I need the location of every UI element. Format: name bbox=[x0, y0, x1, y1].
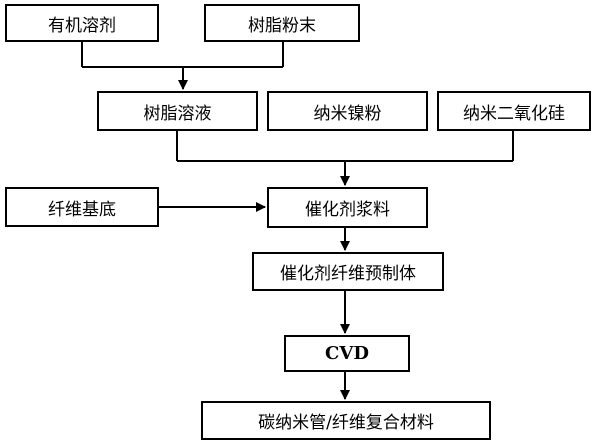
node-catalyst-fiber-preform: 催化剂纤维预制体 bbox=[252, 252, 444, 291]
node-resin-solution: 树脂溶液 bbox=[97, 91, 258, 131]
node-cvd: CVD bbox=[284, 335, 410, 372]
node-nano-silica: 纳米二氧化硅 bbox=[437, 91, 591, 131]
node-organic-solvent: 有机溶剂 bbox=[5, 4, 159, 42]
node-cnt-fiber-composite: 碳纳米管/纤维复合材料 bbox=[201, 401, 491, 440]
node-nano-nickel-powder: 纳米镍粉 bbox=[267, 91, 428, 131]
node-catalyst-slurry: 催化剂浆料 bbox=[267, 187, 428, 228]
node-fiber-substrate: 纤维基底 bbox=[5, 187, 159, 227]
node-resin-powder: 树脂粉末 bbox=[204, 4, 360, 42]
